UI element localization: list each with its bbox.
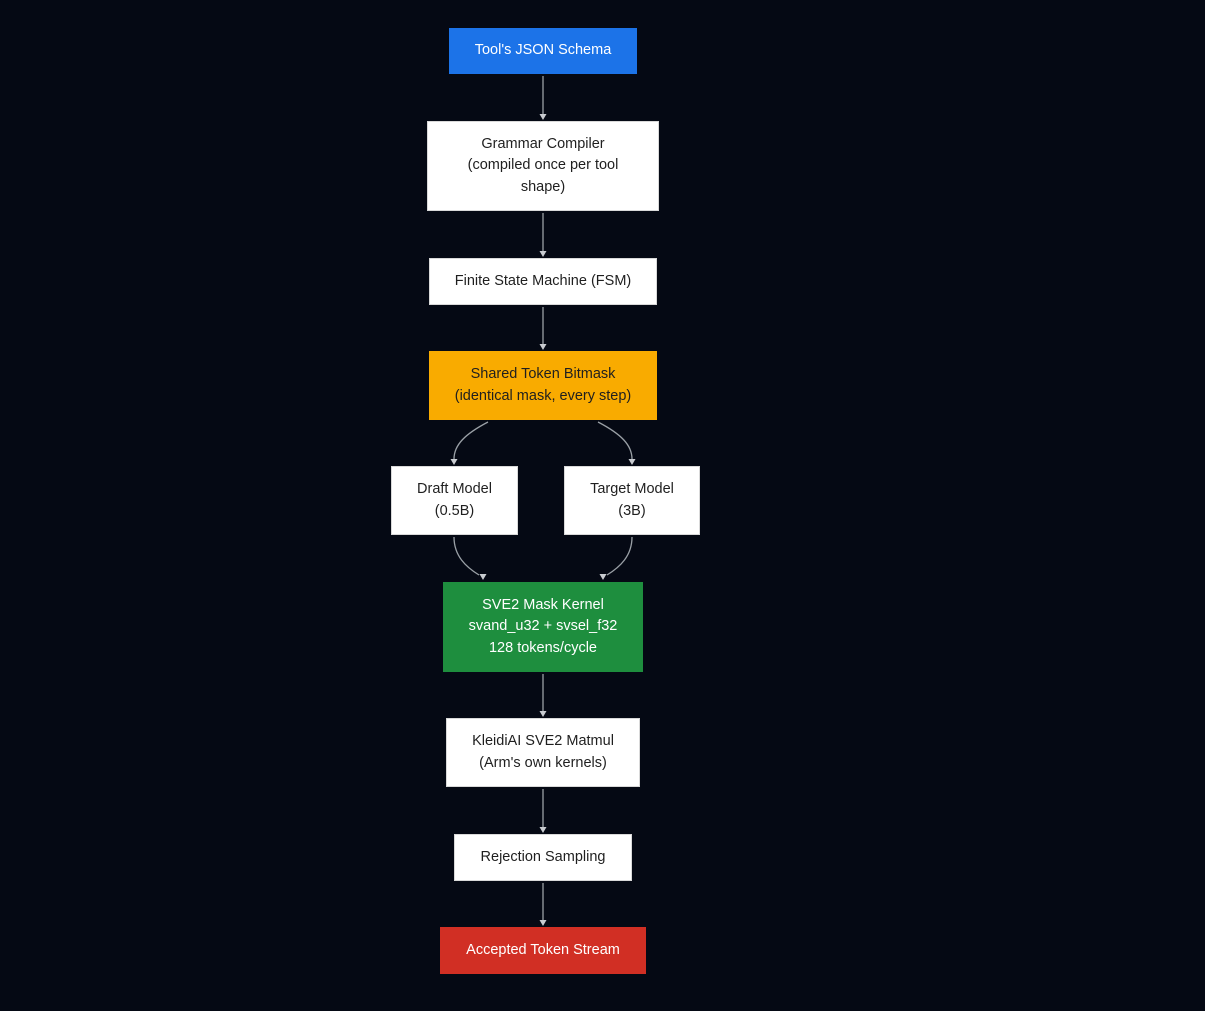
node-rejection-sampling: Rejection Sampling <box>454 834 632 881</box>
node-label-line: (identical mask, every step) <box>454 387 632 404</box>
node-label-line: shape) <box>520 178 566 195</box>
node-label-line: SVE2 Mask Kernel <box>482 596 604 613</box>
arrowhead-icon <box>539 251 547 257</box>
node-tool-json-schema: Tool's JSON Schema <box>449 28 637 74</box>
node-label-line: (0.5B) <box>434 502 475 519</box>
node-draft-model: Draft Model (0.5B) <box>391 466 518 535</box>
node-label-line: Grammar Compiler <box>481 135 605 152</box>
node-label-line: Rejection Sampling <box>480 848 606 865</box>
node-label-line: (3B) <box>618 502 646 519</box>
node-accepted-token-stream: Accepted Token Stream <box>440 927 646 974</box>
arrowhead-icon <box>539 344 547 350</box>
arrowhead-icon <box>599 574 607 580</box>
edge-bitmask-to-draft <box>453 421 489 460</box>
arrowhead-icon <box>539 114 547 120</box>
arrowhead-icon <box>479 574 487 580</box>
node-label-line: Shared Token Bitmask <box>470 366 616 382</box>
node-label-line: Accepted Token Stream <box>466 941 620 958</box>
node-sve2-mask-kernel: SVE2 Mask Kernel svand_u32 + svsel_f32 1… <box>443 582 643 672</box>
node-target-model: Target Model (3B) <box>564 466 700 535</box>
arrowhead-icon <box>539 827 547 833</box>
node-kleidiai-sve2-matmul: KleidiAI SVE2 Matmul (Arm's own kernels) <box>446 718 640 787</box>
node-label-line: (Arm's own kernels) <box>479 754 607 771</box>
node-label-line: Finite State Machine (FSM) <box>454 272 632 289</box>
node-label-line: Tool's JSON Schema <box>474 42 612 59</box>
node-label-line: 128 tokens/cycle <box>488 639 597 656</box>
arrowhead-icon <box>539 711 547 717</box>
node-label-line: Target Model <box>590 481 674 497</box>
node-finite-state-machine: Finite State Machine (FSM) <box>429 258 657 305</box>
node-label-line: (compiled once per tool <box>467 157 619 174</box>
edge-target-to-sve2 <box>606 536 633 576</box>
node-shared-token-bitmask: Shared Token Bitmask (identical mask, ev… <box>429 351 657 420</box>
node-label-line: KleidiAI SVE2 Matmul <box>472 733 614 749</box>
edge-bitmask-to-target <box>597 421 633 460</box>
edge-draft-to-sve2 <box>453 536 480 576</box>
node-label-line: Draft Model <box>417 481 492 497</box>
node-grammar-compiler: Grammar Compiler (compiled once per tool… <box>427 121 659 211</box>
arrowhead-icon <box>539 920 547 926</box>
node-label-line: svand_u32 + svsel_f32 <box>468 618 618 635</box>
arrowhead-icon <box>628 459 636 465</box>
arrowhead-icon <box>450 459 458 465</box>
